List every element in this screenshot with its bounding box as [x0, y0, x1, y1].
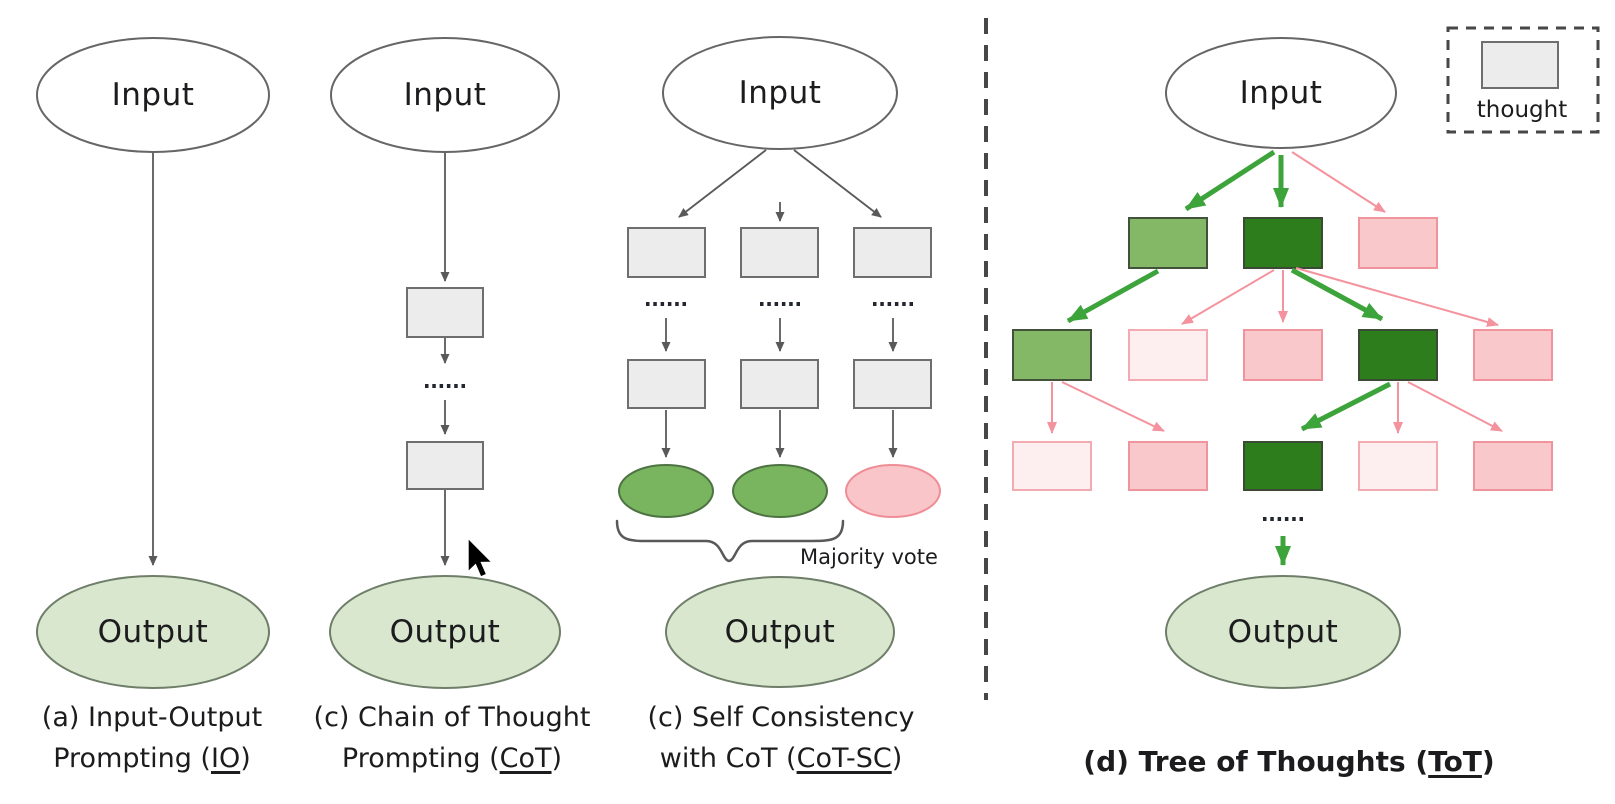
tot-thought-r3c1-lightpink: [1012, 441, 1092, 491]
caption-io-line2-post: ): [240, 743, 251, 774]
output-node-io: [36, 575, 270, 689]
caption-cotsc-line1: (c) Self Consistency: [647, 702, 915, 733]
input-node-cot: [330, 37, 560, 153]
legend-thought-box: [1481, 41, 1559, 89]
output-label-cotsc: Output: [724, 614, 836, 650]
input-node-io: [36, 37, 270, 153]
answer-ellipse-pink: [845, 464, 941, 518]
thought-box-sc-3b: [853, 359, 932, 409]
caption-io-line1: (a) Input-Output: [41, 702, 263, 733]
arrow-cotsc-left: [678, 149, 767, 218]
panel-cot: [329, 37, 561, 689]
tot-arrow-pink-r2-to-r3c5: [1407, 381, 1503, 432]
tot-thought-r1c2-green: [1128, 217, 1208, 269]
caption-io-abbr: IO: [210, 743, 241, 774]
input-node-tot: [1165, 37, 1397, 149]
tot-thought-r2c1-green: [1012, 329, 1092, 381]
caption-cot-line2-post: ): [551, 743, 563, 774]
legend: [1446, 26, 1600, 134]
caption-cotsc-line2-pre: with CoT (: [659, 743, 797, 774]
panel-tot: [1012, 37, 1553, 689]
input-label-tot: Input: [1239, 75, 1323, 111]
legend-label: thought: [1476, 97, 1568, 123]
tot-thought-r2c4-darkgreen: [1358, 329, 1438, 381]
arrow-cotsc-right: [793, 149, 882, 218]
thought-box-sc-3a: [853, 227, 932, 278]
output-label-tot: Output: [1227, 614, 1339, 650]
caption-tot-abbr: ToT: [1428, 745, 1482, 778]
mouse-cursor: [467, 536, 494, 578]
tot-thought-r3c4-lightpink: [1358, 441, 1438, 491]
tot-thought-r1c3-darkgreen: [1243, 217, 1323, 269]
caption-cotsc-line2-post: ): [891, 743, 903, 774]
tot-arrow-green-r1-to-r2c1: [1066, 268, 1160, 324]
panel-cotsc: [615, 36, 941, 688]
thought-box-sc-1a: [627, 227, 706, 278]
input-label-cotsc: Input: [738, 75, 822, 111]
output-node-tot: [1165, 575, 1401, 689]
caption-cot-line2-pre: Prompting (: [341, 743, 500, 774]
tot-arrow-pink-input-r: [1291, 151, 1386, 213]
tot-arrow-green-r1-to-r2c4: [1290, 267, 1384, 322]
caption-tot-pre: (d) Tree of Thoughts (: [1083, 745, 1429, 778]
tot-arrow-green-input-l: [1184, 149, 1276, 212]
output-label-cot: Output: [389, 614, 501, 650]
tot-thought-r2c2-lightpink: [1128, 329, 1208, 381]
majority-vote-brace: [615, 519, 845, 563]
output-node-cotsc: [665, 576, 895, 688]
majority-vote-label: Majority vote: [800, 545, 938, 569]
input-label-cot: Input: [403, 77, 487, 113]
caption-io-line2-pre: Prompting (: [53, 743, 211, 774]
tot-thought-r3c2-pink: [1128, 441, 1208, 491]
caption-io: (a) Input-Output Prompting (IO): [42, 697, 262, 779]
tot-arrow-pink-r2-to-r3c2: [1061, 381, 1165, 432]
caption-cotsc-abbr: CoT-SC: [796, 743, 892, 774]
input-label-io: Input: [111, 77, 195, 113]
tot-arrow-green-r2-to-r3c3: [1300, 381, 1392, 432]
input-node-cotsc: [662, 36, 898, 150]
thought-box-cot-2: [406, 441, 484, 490]
tot-thought-r2c3-pink: [1243, 329, 1323, 381]
caption-cot: (c) Chain of Thought Prompting (CoT): [314, 697, 591, 779]
panel-io: [36, 37, 270, 689]
caption-cot-line1: (c) Chain of Thought: [313, 702, 591, 733]
output-label-io: Output: [97, 614, 209, 650]
caption-cotsc: (c) Self Consistency with CoT (CoT-SC): [647, 697, 914, 779]
tot-thought-r2c5-pink: [1473, 329, 1553, 381]
thought-box-cot-1: [406, 287, 484, 338]
tot-thought-r3c5-pink: [1473, 441, 1553, 491]
thought-box-sc-2b: [740, 359, 819, 409]
output-node-cot: [329, 575, 561, 689]
caption-cot-abbr: CoT: [499, 743, 552, 774]
tot-thought-r1c4-pink: [1358, 217, 1438, 269]
answer-ellipse-green-2: [732, 464, 828, 518]
tot-arrow-pink-r1-to-r2c5: [1295, 267, 1499, 327]
thought-box-sc-2a: [740, 227, 819, 278]
tot-arrow-pink-r1-to-r2c2: [1181, 269, 1275, 325]
tot-thought-r3c3-darkgreen: [1243, 441, 1323, 491]
answer-ellipse-green-1: [618, 464, 714, 518]
legend-frame: [1446, 26, 1600, 134]
caption-tot: (d) Tree of Thoughts (ToT): [1083, 745, 1494, 778]
caption-tot-post: ): [1481, 745, 1495, 778]
thought-box-sc-1b: [627, 359, 706, 409]
